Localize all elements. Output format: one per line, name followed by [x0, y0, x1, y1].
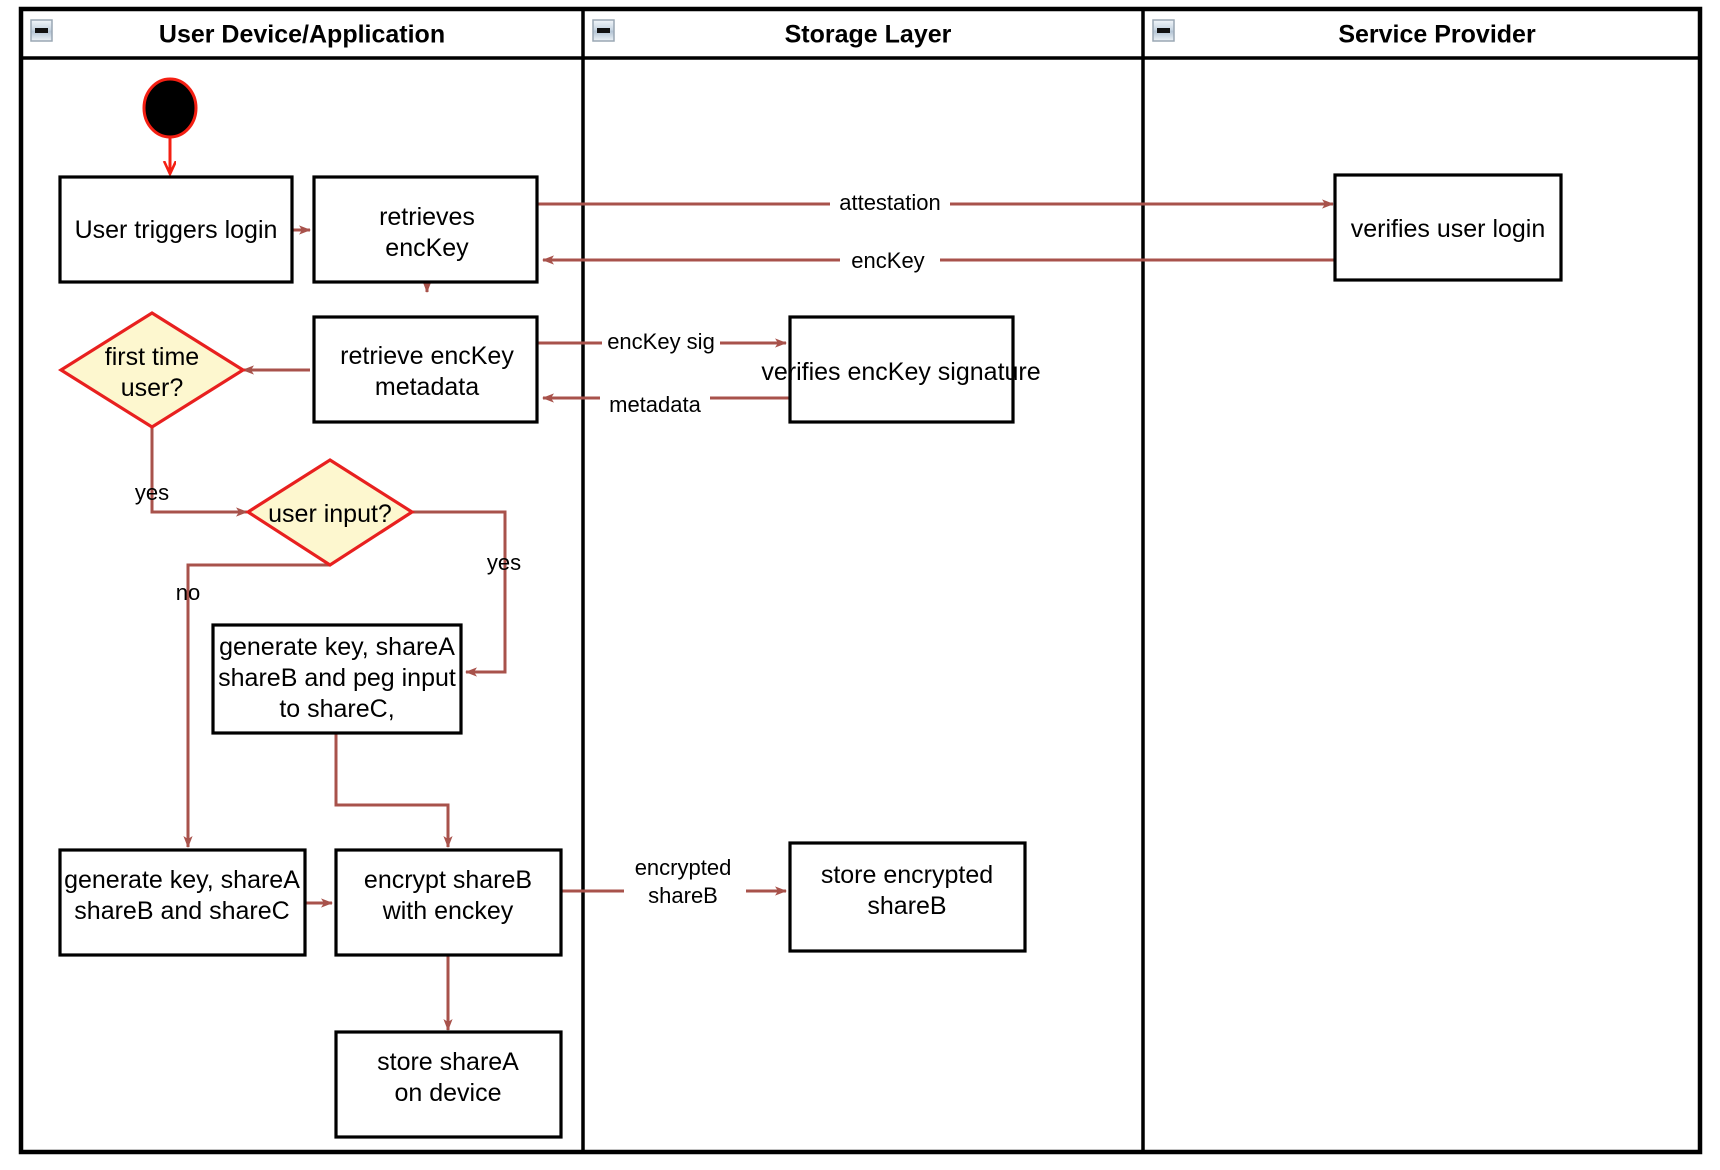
node-label-user-triggers-login: User triggers login — [75, 216, 278, 244]
node-store-encrypted-shareb[interactable]: store encrypted shareB — [788, 841, 1027, 953]
node-label-first-time-user-2: user? — [121, 374, 184, 402]
node-generate-key-shares[interactable]: generate key, shareA shareB and shareC — [58, 848, 307, 957]
node-decision-first-time-user[interactable]: first time user? — [57, 311, 247, 429]
node-verifies-user-login[interactable]: verifies user login — [1333, 173, 1563, 282]
node-retrieve-enckey-metadata[interactable]: retrieve encKey metadata — [312, 315, 539, 424]
node-label-retrieve-metadata-1: retrieve encKey — [340, 342, 514, 370]
node-label-generate-peg-2: shareB and peg input — [218, 664, 456, 692]
node-label-user-input: user input? — [268, 500, 392, 528]
collapse-minus-icon[interactable] — [1152, 19, 1175, 42]
node-store-sharea-on-device[interactable]: store shareA on device — [334, 1030, 563, 1139]
node-label-generate-peg-1: generate key, shareA — [219, 633, 455, 661]
node-label-store-sharea-1: store shareA — [377, 1048, 519, 1076]
node-generate-key-peg-input[interactable]: generate key, shareA shareB and peg inpu… — [211, 623, 463, 735]
node-decision-user-input[interactable]: user input? — [245, 458, 415, 567]
edge-user-input-yes: yes — [412, 510, 521, 677]
node-label-verifies-user-login: verifies user login — [1351, 215, 1546, 243]
collapse-minus-icon[interactable] — [592, 19, 615, 42]
edge-metadata: metadata — [542, 392, 790, 418]
node-label-store-encrypted-2: shareB — [867, 892, 946, 920]
edge-encrypted-shareb: encrypted shareB — [561, 855, 787, 913]
edge-label-metadata: metadata — [609, 392, 701, 417]
node-initial-start[interactable] — [142, 77, 198, 139]
lane-title-user-device: User Device/Application — [159, 21, 445, 49]
lane-header-storage[interactable]: Storage Layer — [592, 19, 952, 49]
node-label-retrieve-metadata-2: metadata — [375, 373, 479, 401]
edge-first-time-yes: yes — [135, 410, 248, 517]
node-label-store-encrypted-1: store encrypted — [821, 861, 993, 889]
node-user-triggers-login[interactable]: User triggers login — [58, 175, 294, 284]
diagram-frame — [18, 6, 1703, 1155]
edge-label-encrypted-line2: shareB — [648, 883, 718, 908]
lane-title-service-provider: Service Provider — [1338, 21, 1536, 49]
edge-enckey-sig: encKey sig — [537, 329, 787, 356]
node-label-first-time-user-1: first time — [105, 343, 199, 371]
node-label-verifies-enckey-signature: verifies encKey signature — [761, 358, 1040, 386]
node-label-generate-shares-2: shareB and shareC — [74, 897, 289, 925]
edge-label-user-input-no: no — [176, 580, 200, 605]
node-retrieves-enckey[interactable]: retrieves encKey — [312, 175, 539, 284]
node-label-encrypt-shareb-2: with enckey — [382, 897, 514, 925]
edge-label-enckey-sig: encKey sig — [607, 329, 715, 354]
edge-label-enckey: encKey — [851, 248, 924, 273]
edge-label-encrypted-line1: encrypted — [635, 855, 732, 880]
node-label-encrypt-shareb-1: encrypt shareB — [364, 866, 532, 894]
edge-label-first-time-yes: yes — [135, 480, 169, 505]
node-label-retrieves-enckey-1: retrieves — [379, 203, 475, 231]
edge-label-user-input-yes: yes — [487, 550, 521, 575]
collapse-minus-icon[interactable] — [30, 19, 53, 42]
node-label-retrieves-enckey-2: encKey — [385, 234, 469, 262]
edge-attestation: attestation — [537, 190, 1334, 217]
node-label-generate-shares-1: generate key, shareA — [64, 866, 300, 894]
node-encrypt-shareb[interactable]: encrypt shareB with enckey — [334, 848, 563, 957]
node-verifies-enckey-signature[interactable]: verifies encKey signature — [761, 315, 1041, 424]
node-label-generate-peg-3: to shareC, — [279, 695, 394, 723]
edge-user-input-no: no — [176, 563, 330, 848]
edge-label-attestation: attestation — [839, 190, 941, 215]
lane-title-storage: Storage Layer — [785, 21, 952, 49]
lane-header-user-device[interactable]: User Device/Application — [30, 19, 445, 49]
node-label-store-sharea-2: on device — [394, 1079, 501, 1107]
edge-enckey-return: encKey — [542, 248, 1336, 274]
lane-header-service-provider[interactable]: Service Provider — [1152, 19, 1536, 49]
edge-peg-to-encrypt — [334, 733, 453, 848]
